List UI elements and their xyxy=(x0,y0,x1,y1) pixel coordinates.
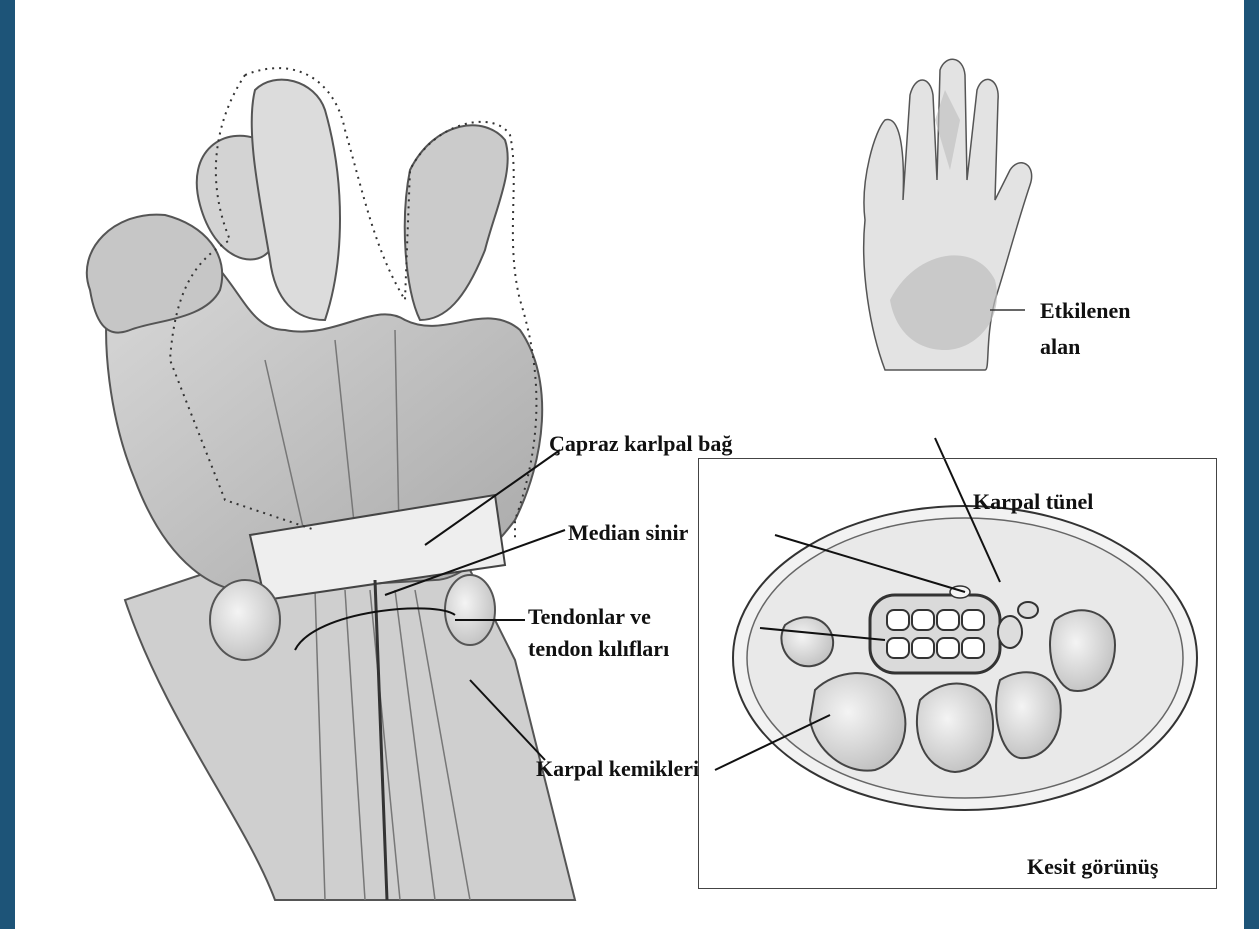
label-karpal-kemikleri: Karpal kemikleri xyxy=(536,755,699,783)
label-kesit-gorunus: Kesit görünüş xyxy=(1027,853,1158,881)
label-median-sinir: Median sinir xyxy=(568,519,688,547)
label-alan: alan xyxy=(1040,333,1080,361)
label-capraz-karpal-bag: Çapraz karlpal bağ xyxy=(549,430,732,458)
cross-section-frame xyxy=(698,458,1217,889)
label-karpal-tunel: Karpal tünel xyxy=(973,488,1093,516)
hand-wrist-drawing xyxy=(87,68,575,900)
label-tendonlar-line2: tendon kılıfları xyxy=(528,635,669,663)
slide: Çapraz karlpal bağ Median sinir Tendonla… xyxy=(15,0,1244,929)
label-etkilenen: Etkilenen xyxy=(1040,297,1130,325)
label-tendonlar-line1: Tendonlar ve xyxy=(528,603,651,631)
affected-area-hand-drawing xyxy=(864,59,1032,370)
